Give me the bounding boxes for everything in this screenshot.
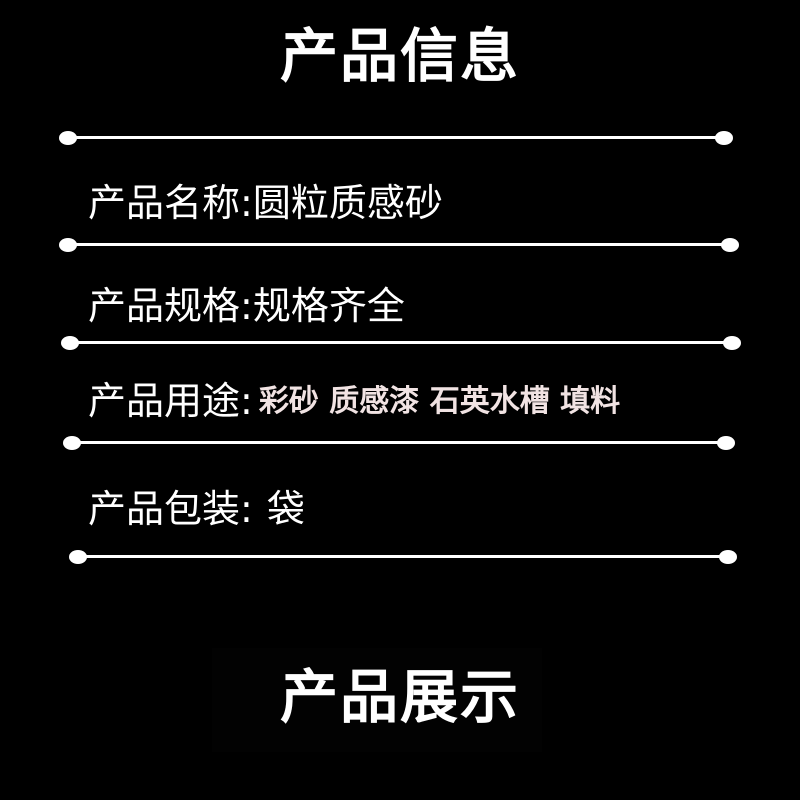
divider-dot-left bbox=[61, 336, 79, 350]
divider-dot-left bbox=[59, 131, 77, 145]
package-value: 袋 bbox=[266, 487, 305, 531]
divider-dot-left bbox=[63, 436, 81, 450]
divider-dot-left bbox=[59, 238, 77, 252]
divider-dot-right bbox=[719, 550, 737, 564]
spec-value: 规格齐全 bbox=[252, 284, 405, 328]
divider-line bbox=[78, 555, 728, 558]
footer-title-box bbox=[212, 648, 542, 752]
divider-dot-left bbox=[69, 550, 87, 564]
name-value: 圆粒质感砂 bbox=[252, 181, 443, 225]
divider-dot-right bbox=[717, 436, 735, 450]
info-row-spec: 产品规格: 规格齐全 bbox=[88, 275, 405, 330]
page-title: 产品信息 bbox=[279, 22, 520, 90]
divider-dot-right bbox=[721, 238, 739, 252]
usage-value: 彩砂 质感漆 石英水槽 填料 bbox=[258, 383, 621, 419]
divider-line bbox=[70, 341, 732, 344]
divider-line bbox=[68, 136, 724, 139]
name-label: 产品名称: bbox=[88, 181, 253, 225]
spec-label: 产品规格: bbox=[88, 284, 253, 328]
divider-dot-right bbox=[715, 131, 733, 145]
section-title: 产品展示 bbox=[279, 663, 520, 731]
divider-line bbox=[68, 243, 730, 246]
divider-dot-right bbox=[723, 336, 741, 350]
info-row-package: 产品包装: 袋 bbox=[88, 478, 305, 533]
package-label: 产品包装: bbox=[88, 487, 253, 531]
usage-label: 产品用途: bbox=[88, 379, 253, 423]
info-row-usage: 产品用途: 彩砂 质感漆 石英水槽 填料 bbox=[88, 370, 620, 425]
info-row-name: 产品名称: 圆粒质感砂 bbox=[88, 172, 443, 227]
divider-line bbox=[72, 441, 726, 444]
